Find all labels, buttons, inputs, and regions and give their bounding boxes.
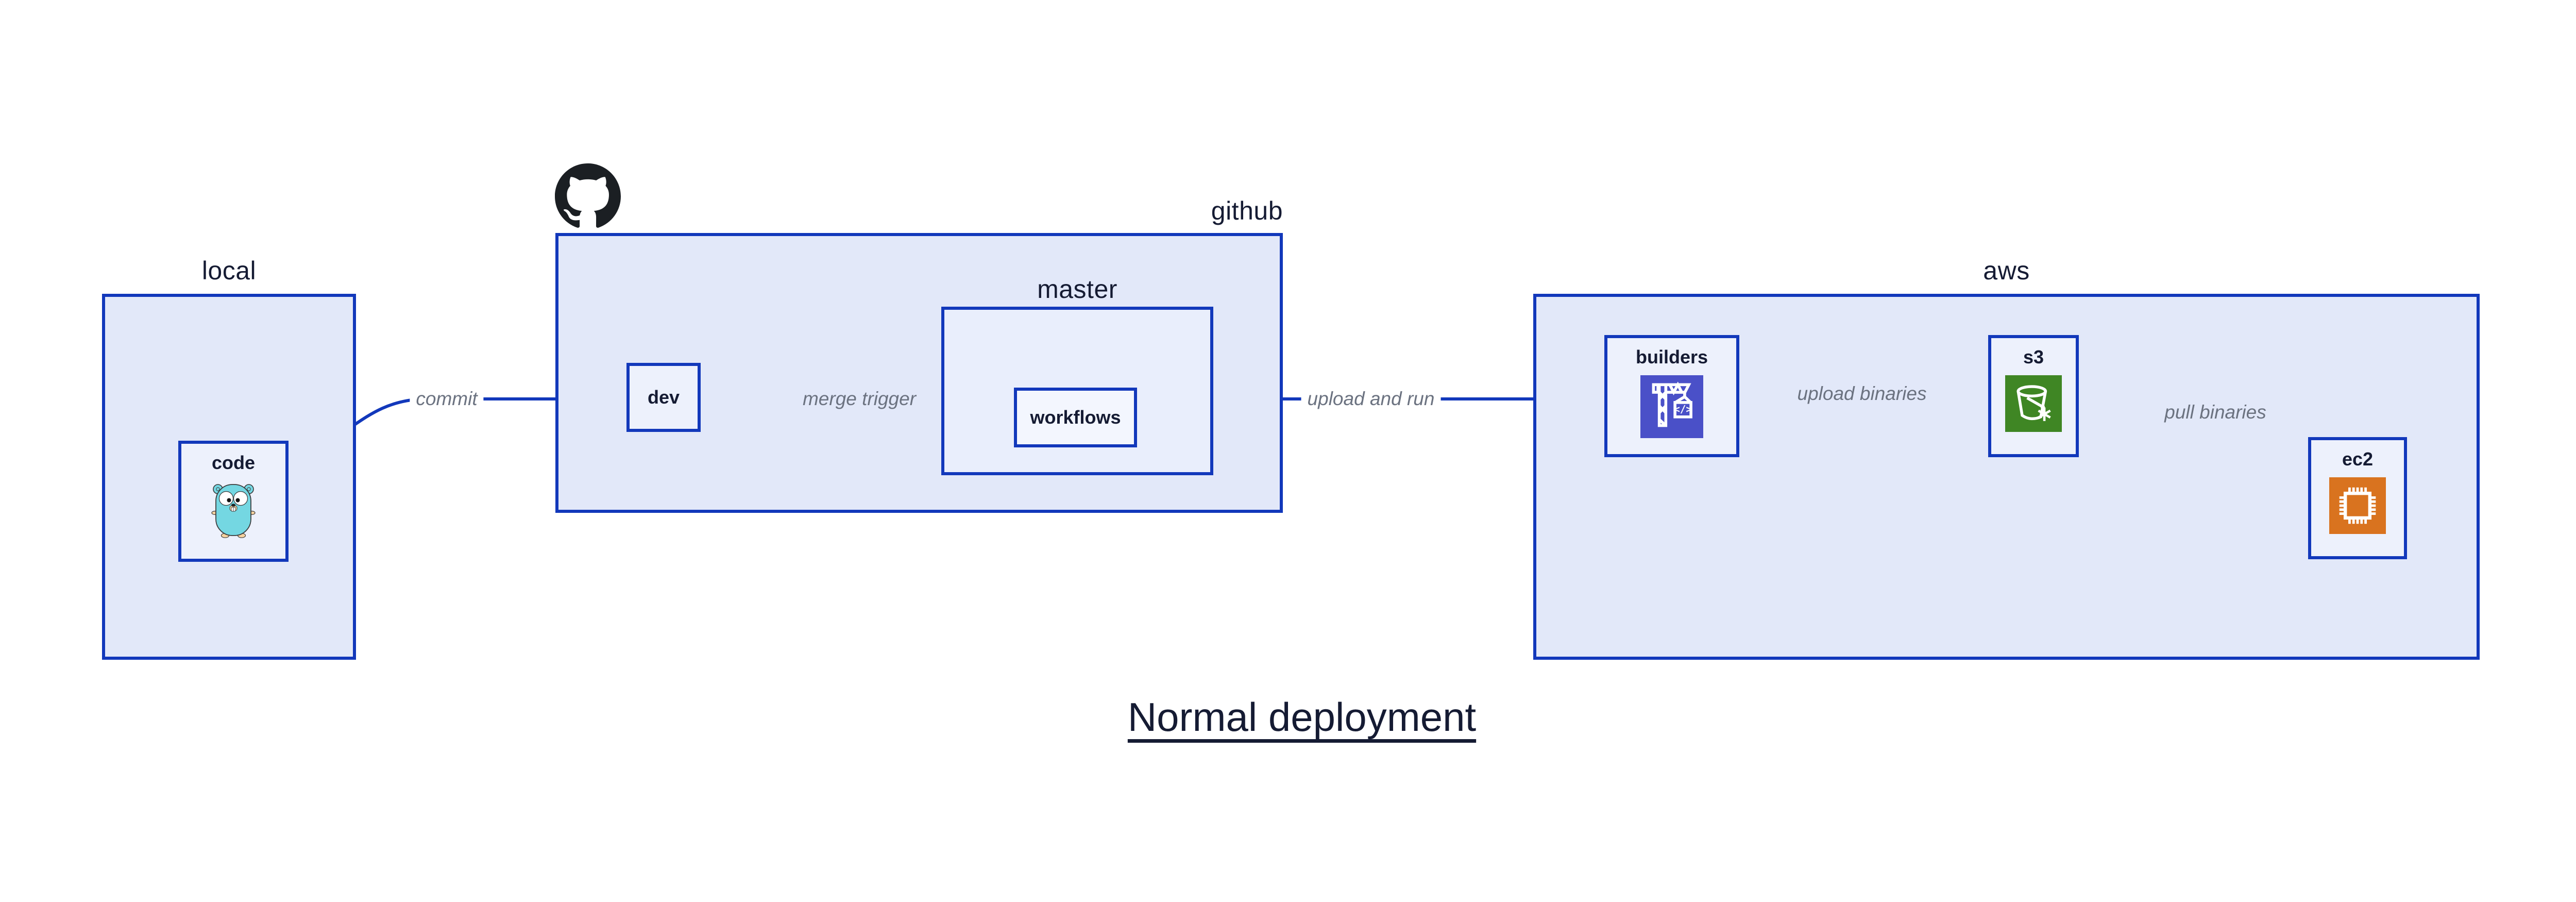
node-ec2: ec2 — [2308, 437, 2407, 559]
node-dev: dev — [626, 363, 701, 432]
node-workflows: workflows — [1014, 388, 1137, 447]
node-label-s3: s3 — [2023, 346, 2044, 368]
edge-label-pull-binaries: pull binaries — [2158, 400, 2273, 424]
cpu-chip-icon — [2329, 477, 2386, 534]
container-label-local: local — [201, 256, 257, 285]
builders-code-glyph: </> — [1674, 404, 1692, 415]
edge-label-upload-binaries: upload binaries — [1791, 382, 1933, 406]
node-label-dev: dev — [647, 387, 680, 408]
container-label-aws: aws — [1983, 256, 2030, 285]
crane-icon: </> — [1640, 375, 1703, 438]
node-label-builders: builders — [1635, 346, 1708, 368]
node-label-code: code — [211, 452, 256, 473]
go-gopher-icon — [211, 484, 256, 538]
github-octocat-icon — [555, 163, 621, 228]
node-builders: builders </> — [1604, 335, 1739, 457]
node-code: code — [178, 441, 289, 562]
bucket-snowflake-icon — [2005, 375, 2062, 432]
edge-label-upload-and-run: upload and run — [1301, 387, 1441, 411]
node-label-ec2: ec2 — [2342, 448, 2374, 470]
edge-label-commit: commit — [410, 387, 484, 411]
container-label-github: github — [1211, 196, 1283, 225]
node-s3: s3 — [1988, 335, 2079, 457]
container-label-master: master — [1037, 275, 1117, 304]
node-label-workflows: workflows — [1030, 407, 1121, 428]
diagram-title: Normal deployment — [1127, 694, 1477, 740]
edge-label-merge-trigger: merge trigger — [796, 387, 923, 411]
